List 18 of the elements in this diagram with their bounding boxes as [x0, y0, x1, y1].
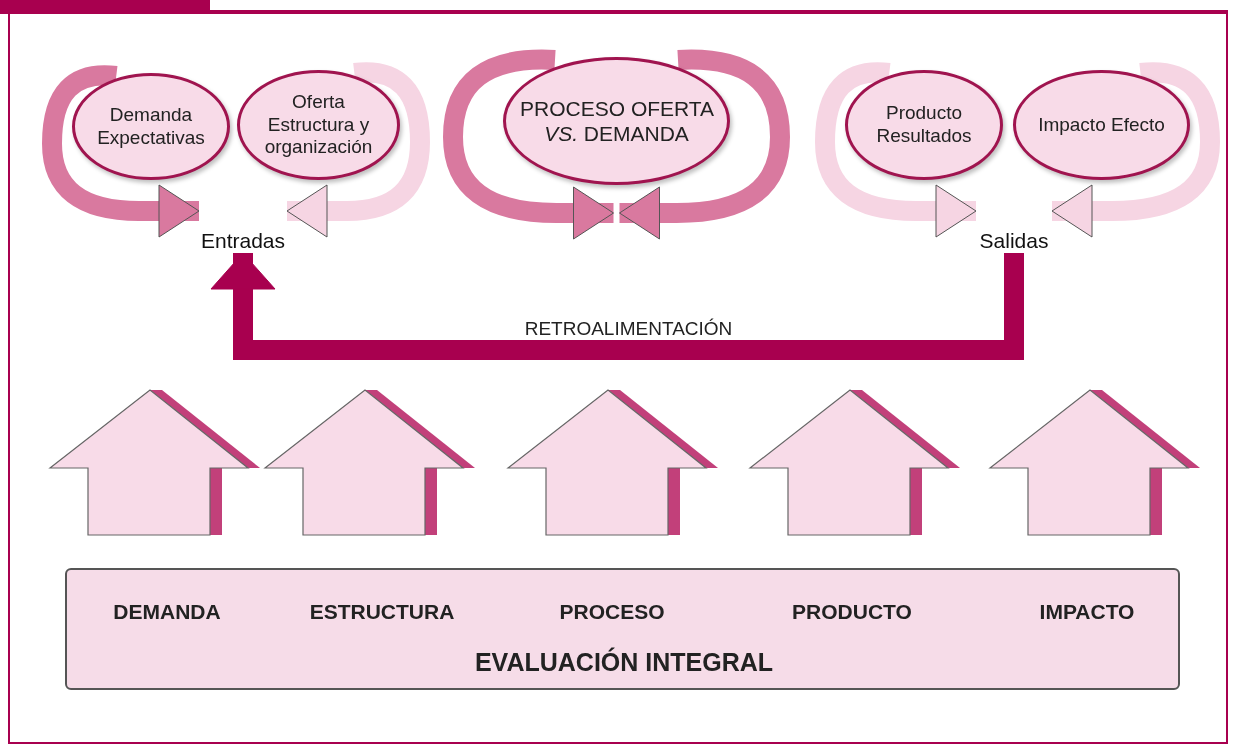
- stage-label: ESTRUCTURA: [309, 600, 455, 624]
- curved-arrow: [815, 62, 977, 238]
- stage-ellipse: Producto Resultados: [845, 70, 1003, 180]
- flow-label: Salidas: [979, 229, 1049, 253]
- stage-label: PROCESO: [559, 600, 665, 624]
- curved-arrow: [286, 62, 430, 238]
- stage-ellipse: Impacto Efecto: [1013, 70, 1190, 180]
- stage-label: IMPACTO: [1039, 600, 1135, 624]
- band-title: EVALUACIÓN INTEGRAL: [474, 648, 774, 677]
- curved-arrow: [1051, 62, 1220, 238]
- stage-ellipse: Oferta Estructura y organización: [237, 70, 400, 180]
- stage-ellipse: PROCESO OFERTA VS. DEMANDA: [503, 57, 730, 185]
- stage-label: DEMANDA: [113, 600, 221, 624]
- flow-label: Entradas: [200, 229, 286, 253]
- curved-arrow: [210, 252, 1024, 360]
- stage-ellipse: Demanda Expectativas: [72, 73, 230, 180]
- stage-label: PRODUCTO: [792, 600, 912, 624]
- evaluation-band: [65, 568, 1180, 690]
